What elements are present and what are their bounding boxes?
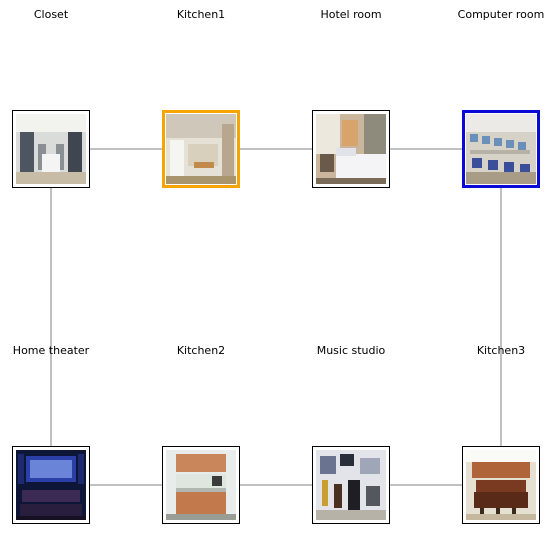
- kitchen2-thumbnail: [166, 450, 236, 520]
- node-label-kitchen3: Kitchen3: [476, 344, 526, 357]
- node-home-theater: [12, 446, 90, 524]
- node-label-computer-room: Computer room: [457, 8, 545, 21]
- hotel-room-thumbnail: [316, 114, 386, 184]
- node-kitchen1: [162, 110, 240, 188]
- node-label-kitchen2: Kitchen2: [176, 344, 226, 357]
- node-music-studio: [312, 446, 390, 524]
- node-kitchen2: [162, 446, 240, 524]
- music-studio-thumbnail: [316, 450, 386, 520]
- kitchen1-thumbnail: [166, 114, 236, 184]
- closet-thumbnail: [16, 114, 86, 184]
- node-label-music-studio: Music studio: [316, 344, 386, 357]
- node-closet: [12, 110, 90, 188]
- kitchen3-thumbnail: [466, 450, 536, 520]
- computer-room-thumbnail: [466, 114, 536, 184]
- node-hotel-room: [312, 110, 390, 188]
- node-label-home-theater: Home theater: [12, 344, 90, 357]
- home-theater-thumbnail: [16, 450, 86, 520]
- node-computer-room: [462, 110, 540, 188]
- node-label-closet: Closet: [33, 8, 69, 21]
- node-kitchen3: [462, 446, 540, 524]
- node-label-hotel-room: Hotel room: [320, 8, 382, 21]
- node-label-kitchen1: Kitchen1: [176, 8, 226, 21]
